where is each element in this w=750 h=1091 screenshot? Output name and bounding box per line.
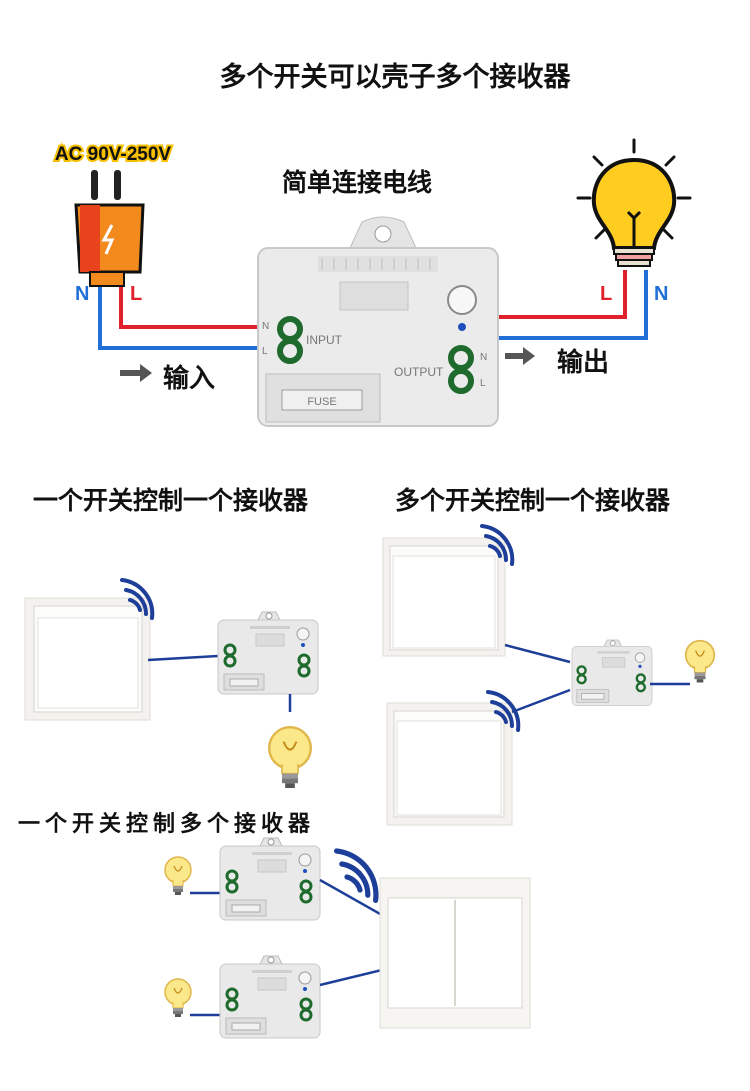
left-neutral-label: N	[75, 283, 89, 305]
input-arrow-icon	[120, 364, 152, 382]
voltage-label: AC 90V-250V	[55, 144, 172, 165]
output-neutral-wire	[498, 270, 648, 340]
scenario-one-to-one-title: 一个开关控制一个接收器	[33, 486, 309, 515]
scenario-many-to-one-title: 多个开关控制一个接收器	[395, 486, 671, 515]
output-live-wire	[498, 270, 627, 319]
output-arrow-icon	[505, 347, 535, 365]
right-live-label: L	[600, 283, 612, 305]
module-output-n: N	[480, 352, 487, 363]
module-output-label: OUTPUT	[394, 365, 444, 379]
fuse-label: FUSE	[307, 396, 336, 408]
scenario-many-to-one	[382, 524, 716, 826]
wiring-heading: 简单连接电线	[282, 168, 433, 197]
module-input-l: L	[262, 346, 268, 357]
light-bulb-icon	[576, 138, 692, 267]
scenario-one-to-many-title: 一个开关控制多个接收器	[18, 812, 316, 837]
module-input-n: N	[262, 321, 269, 332]
receiver-module: FUSE N L INPUT OUTPUT N L	[257, 216, 499, 427]
power-plug-icon	[74, 170, 145, 287]
scenario-one-to-many	[164, 836, 531, 1040]
output-label: 输出	[557, 348, 610, 378]
page-title: 多个开关可以壳子多个接收器	[219, 62, 571, 93]
scenario-one-to-one	[24, 578, 320, 790]
module-input-label: INPUT	[306, 333, 343, 347]
input-label: 输入	[163, 364, 216, 394]
left-live-label: L	[130, 283, 142, 305]
module-output-l: L	[480, 378, 486, 389]
right-neutral-label: N	[654, 283, 668, 305]
